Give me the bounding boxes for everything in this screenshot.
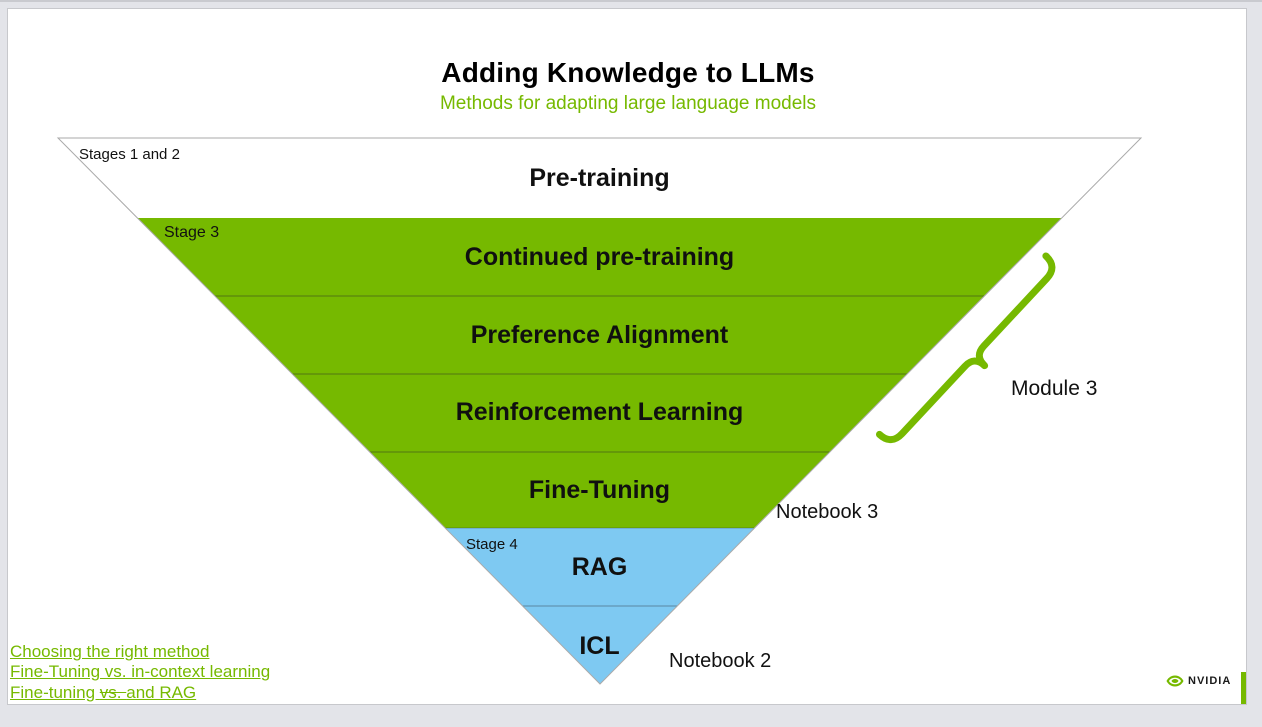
link-text-pre: Fine-tuning [10,682,100,702]
green-accent-bar [1241,672,1246,704]
notebook-2-label: Notebook 2 [669,650,772,672]
window-top-border [0,0,1262,2]
stage-label-4: Stage 4 [466,536,518,553]
layer-label-continued-pretraining: Continued pre-training [464,243,735,271]
link-text-post: and RAG [126,682,197,702]
nvidia-logo: NVIDIA [1166,675,1231,687]
module-3-label: Module 3 [1011,377,1098,400]
link-finetuning-vs-icl[interactable]: Fine-Tuning vs. in-context learning [10,662,271,682]
link-text-struck: vs. [99,682,127,702]
slide: Adding Knowledge to LLMs Methods for ada… [7,8,1247,705]
layer-label-fine-tuning: Fine-Tuning [528,476,671,504]
layer-label-preference-alignment: Preference Alignment [470,321,729,349]
layer-label-reinforcement-learning: Reinforcement Learning [455,398,744,426]
page-title: Adding Knowledge to LLMs [441,57,815,88]
stage-label-3: Stage 3 [164,224,220,241]
layer-label-icl: ICL [579,632,620,660]
layer-label-pretraining: Pre-training [529,164,670,192]
notebook-3-label: Notebook 3 [776,501,879,523]
nvidia-eye-icon [1166,675,1184,687]
page-subtitle: Methods for adapting large language mode… [439,93,817,114]
stage-label-1-2: Stages 1 and 2 [79,146,180,163]
nvidia-wordmark: NVIDIA [1188,675,1232,687]
funnel-outline [56,137,1143,685]
module-bracket [875,252,1056,444]
reference-links: Choosing the right method Fine-Tuning vs… [10,642,270,703]
funnel-diagram [56,137,1143,685]
link-choosing-right-method[interactable]: Choosing the right method [10,642,210,661]
layer-label-rag: RAG [571,553,628,581]
link-finetuning-and-rag[interactable]: Fine-tuning vs. and RAG [10,683,270,703]
funnel-band-pretraining [58,138,1141,218]
